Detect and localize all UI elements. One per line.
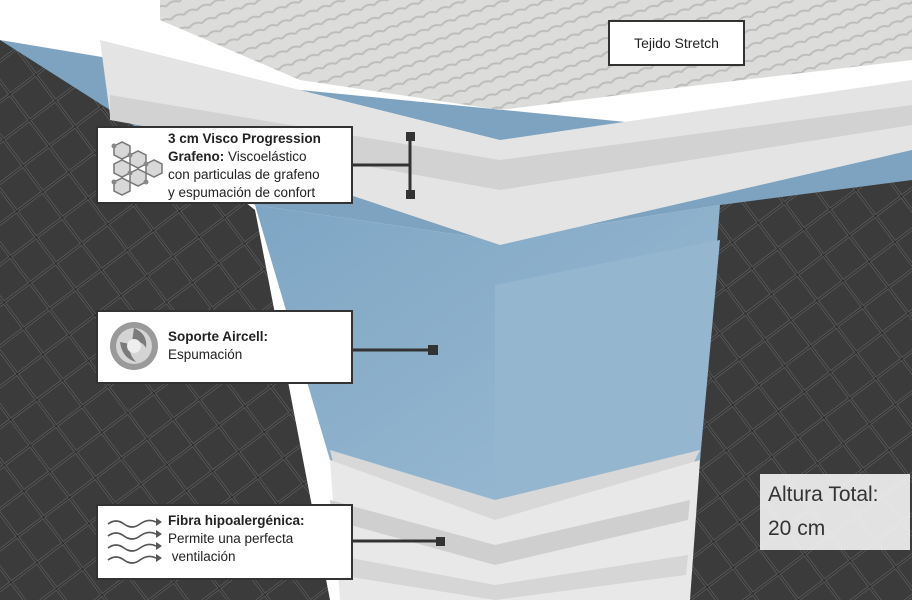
aircell-foam-icon: [110, 322, 158, 370]
aircell-callout: Soporte Aircell: Espumación: [96, 310, 353, 384]
visco-title: 3 cm Visco Progression: [168, 131, 321, 146]
total-height-value: 20 cm: [768, 517, 826, 540]
visco-desc3: y espumación de confort: [168, 185, 316, 200]
tejido-stretch-label: Tejido Stretch: [608, 20, 745, 66]
airflow-waves-icon: [107, 518, 162, 564]
visco-title2: Grafeno:: [168, 149, 225, 164]
fibra-desc1: Permite una perfecta: [168, 531, 294, 546]
aircell-desc: Espumación: [168, 347, 243, 362]
aircell-title: Soporte Aircell:: [168, 329, 269, 344]
total-height-label: Altura Total: 20 cm: [760, 474, 910, 550]
visco-desc1: Viscoelástico: [224, 149, 307, 164]
fibra-desc2: ventilación: [168, 549, 236, 564]
fibra-title: Fibra hipoalergénica:: [168, 513, 305, 528]
fibra-layer: [330, 460, 700, 600]
fibra-text: Fibra hipoalergénica: Permite una perfec…: [168, 512, 348, 566]
visco-text: 3 cm Visco Progression Grafeno: Viscoelá…: [168, 130, 353, 202]
visco-callout: 3 cm Visco Progression Grafeno: Viscoelá…: [96, 126, 353, 204]
total-height-title: Altura Total:: [768, 483, 879, 506]
visco-desc2: con particulas de grafeno: [168, 167, 320, 182]
visco-layer: [100, 40, 912, 245]
fibra-callout: Fibra hipoalergénica: Permite una perfec…: [96, 504, 353, 580]
tejido-stretch-text: Tejido Stretch: [634, 35, 719, 51]
aircell-text: Soporte Aircell: Espumación: [168, 328, 348, 364]
graphene-hex-icon: [111, 141, 163, 196]
